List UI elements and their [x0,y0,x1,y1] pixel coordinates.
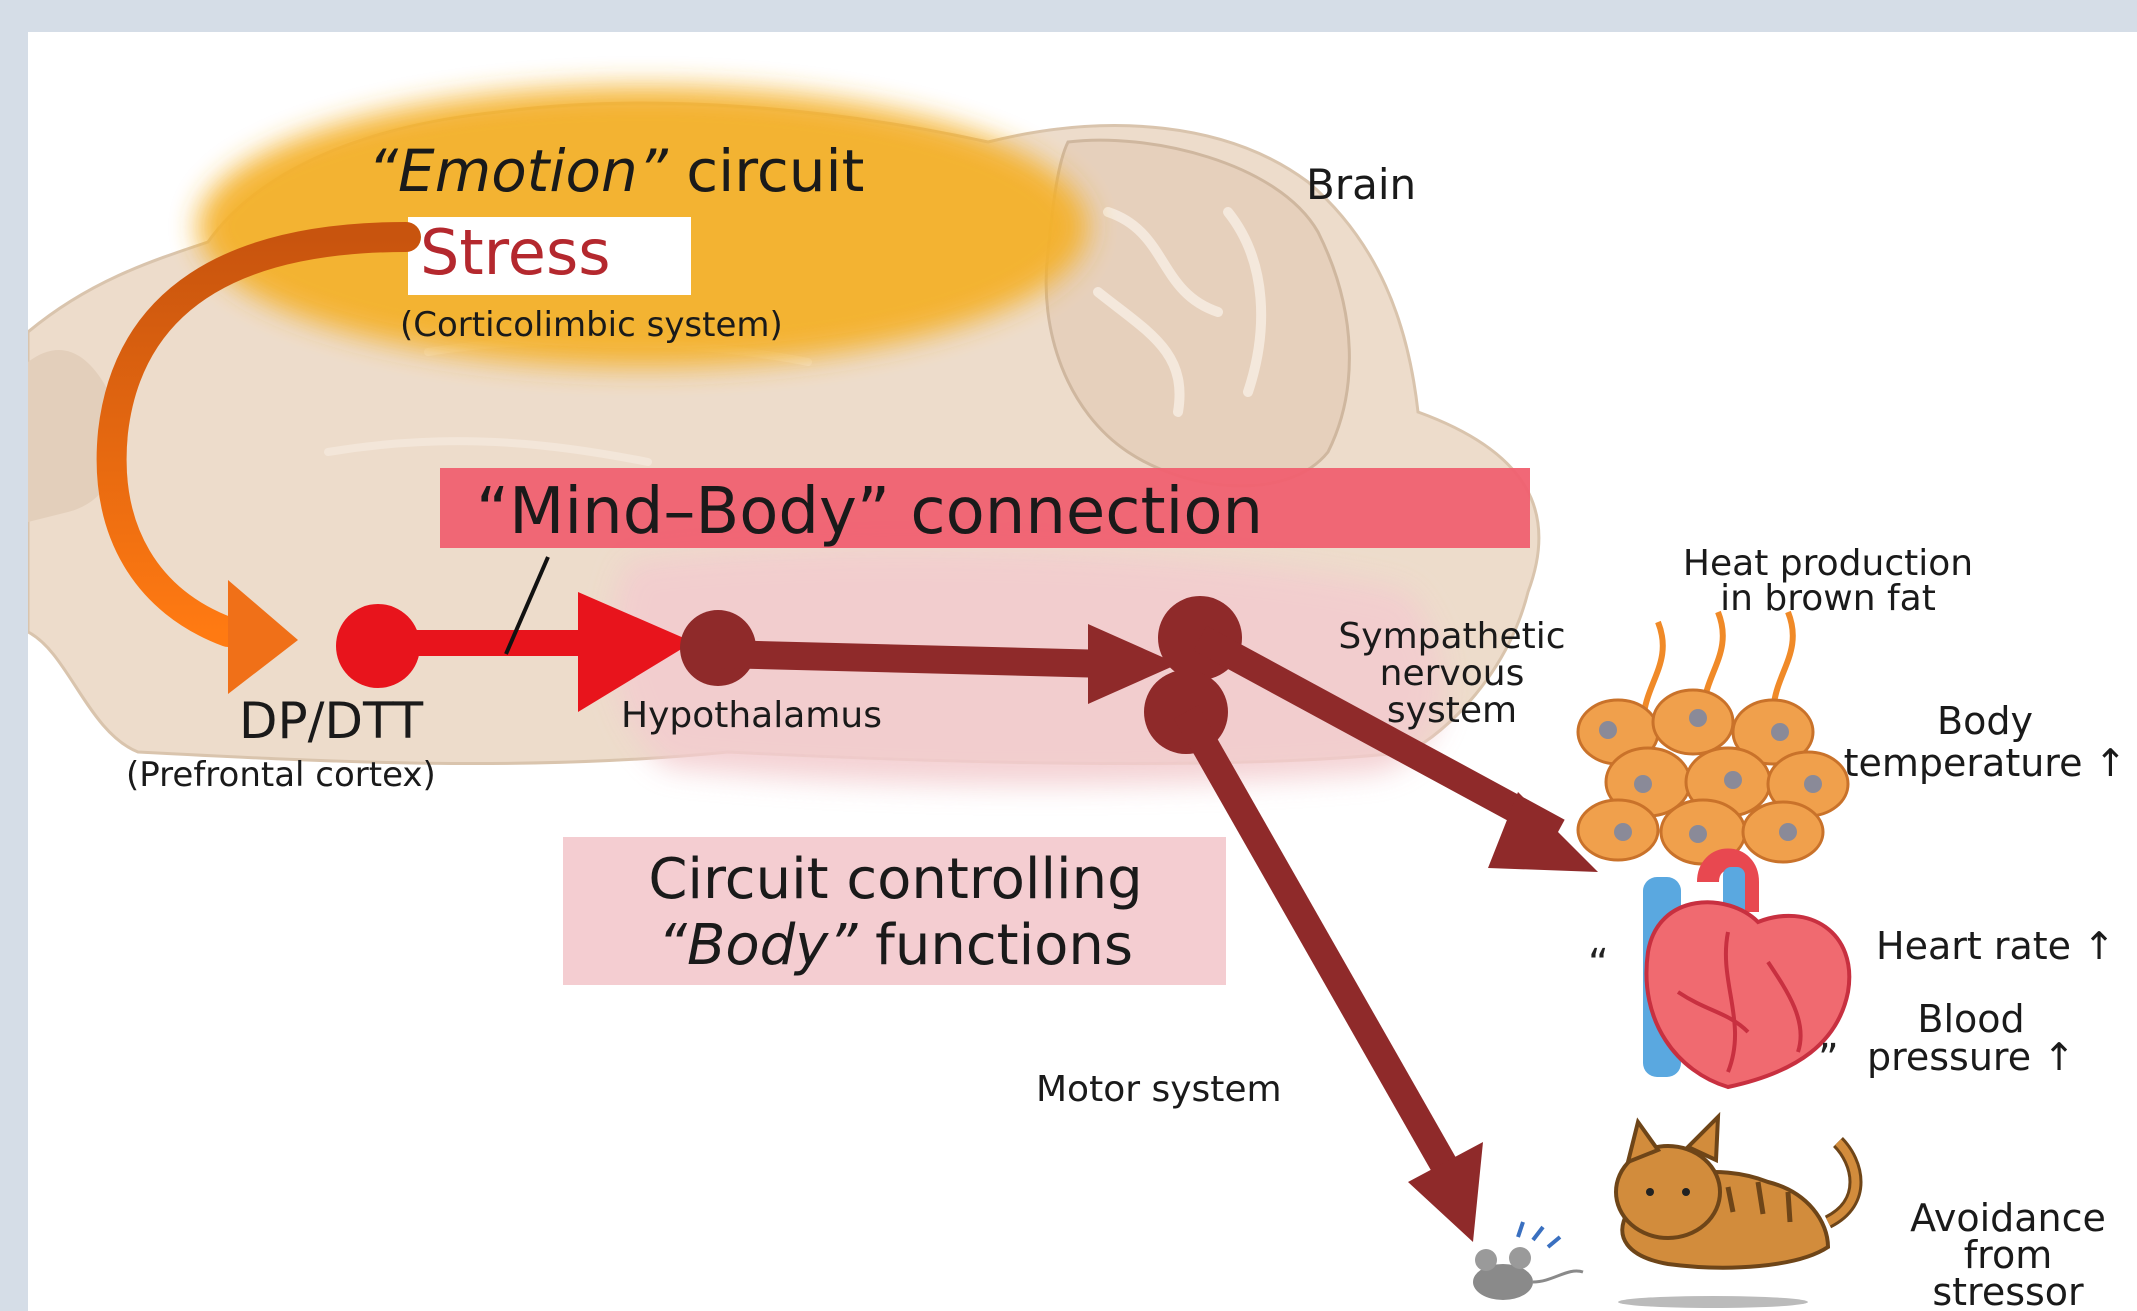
heat-production-label: Heat production in brown fat [1638,546,2018,616]
avoidance-label: Avoidance from stressor [1878,1200,2137,1311]
emotion-word: “Emotion” [368,137,668,205]
body-temp-line-1: Body [1840,700,2130,742]
motor-system-label: Motor system [1036,1072,1282,1108]
blood-line-2: pressure ↑ [1856,1038,2086,1076]
corticolimbic-label: (Corticolimbic system) [400,308,783,342]
body-temperature-label: Body temperature ↑ [1840,700,2130,784]
body-functions-label: Circuit controlling “Body” functions [568,847,1223,979]
blood-pressure-label: Blood pressure ↑ [1856,1000,2086,1076]
body-functions-rest: functions [857,913,1133,978]
heart-rate-label: Heart rate ↑ [1876,927,2115,965]
body-temp-line-2: temperature ↑ [1840,742,2130,784]
stress-label: Stress [420,222,611,284]
body-functions-line-2: “Body” functions [568,913,1223,979]
blood-line-1: Blood [1856,1000,2086,1038]
sympathetic-label: Sympathetic nervous system [1302,618,1602,729]
cat-illustration [1616,1117,1856,1308]
body-word: “Body” [658,913,857,978]
prefrontal-label: (Prefrontal cortex) [126,758,436,792]
diagram-canvas: “ ” “Emotion” circuit Stress (Corticolim… [28,32,2137,1311]
svg-text:”: ” [1818,1036,1839,1082]
heat-line-2: in brown fat [1638,581,2018,616]
sympathetic-line-2: nervous [1302,655,1602,692]
avoid-line-1: Avoidance [1878,1200,2137,1237]
sympathetic-line-1: Sympathetic [1302,618,1602,655]
svg-text:“: “ [1588,941,1609,987]
hypothalamus-label: Hypothalamus [621,698,882,734]
emotion-rest: circuit [668,137,865,205]
body-functions-line-1: Circuit controlling [568,847,1223,913]
brain-label: Brain [1306,164,1416,206]
brown-fat-illustration [1578,612,1848,864]
mouse-illustration [1473,1222,1583,1300]
diagram-artwork: “ ” [28,32,2137,1311]
mind-body-label: “Mind–Body” connection [476,480,1263,544]
emotion-circuit-title: “Emotion” circuit [368,142,864,200]
dp-dtt-label: DP/DTT [239,696,423,746]
heart-illustration: “ ” [1588,860,1849,1088]
sympathetic-line-3: system [1302,692,1602,729]
avoid-line-2: from [1878,1237,2137,1274]
avoid-line-3: stressor [1878,1274,2137,1311]
heat-line-1: Heat production [1638,546,2018,581]
